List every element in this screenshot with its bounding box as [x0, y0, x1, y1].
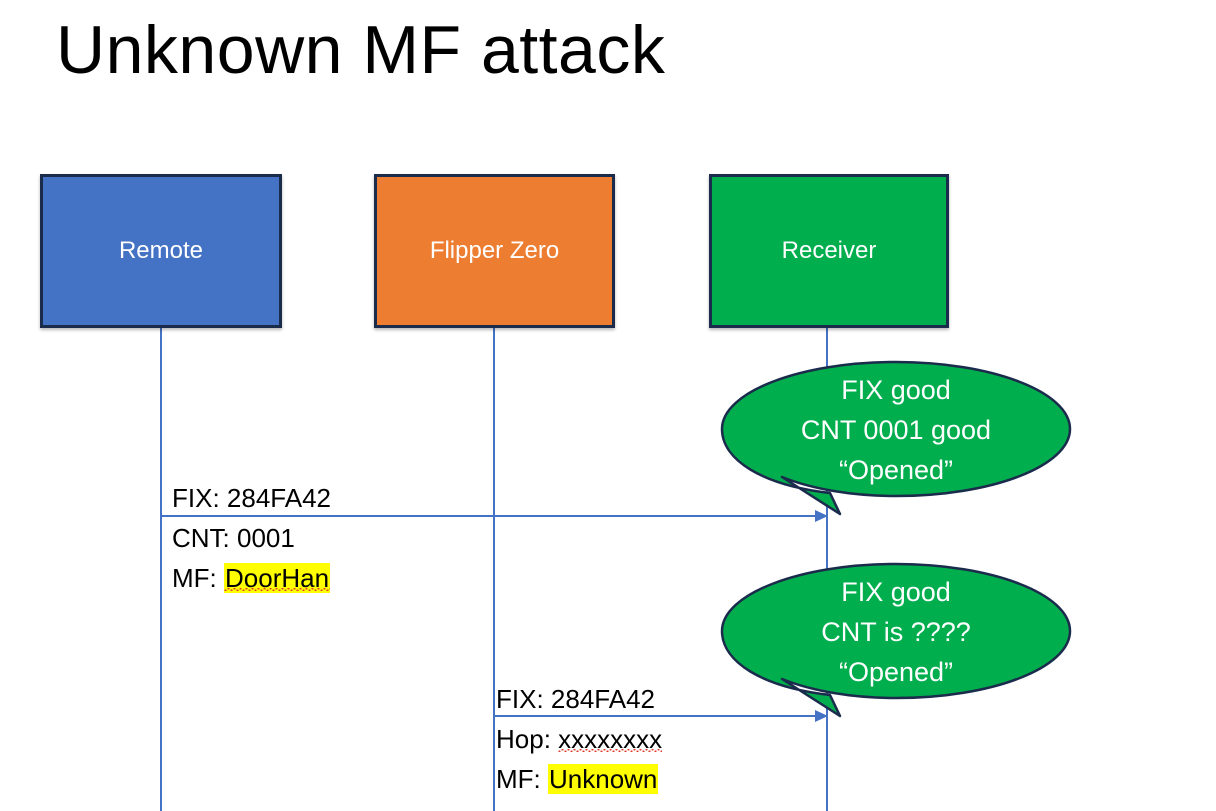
callout-shape-icon [720, 562, 1072, 718]
message-value-highlighted: DoorHan [224, 563, 331, 593]
callout-bubble-2: FIX good CNT is ???? “Opened” [720, 562, 1072, 724]
page-title: Unknown MF attack [56, 12, 666, 88]
message-line: Hop: xxxxxxxx [496, 719, 662, 759]
lifeline-remote [160, 328, 162, 811]
message-arrow-flipper-to-receiver [494, 710, 828, 722]
message-key: MF: [172, 563, 217, 593]
message-key: FIX: [496, 684, 544, 714]
message-line: FIX: 284FA42 [496, 679, 662, 719]
actor-box-flipper: Flipper Zero [374, 174, 615, 328]
message-label-1: FIX: 284FA42 CNT: 0001 MF: DoorHan [172, 478, 331, 598]
lifeline-flipper [493, 328, 495, 811]
message-key: Hop: [496, 724, 551, 754]
message-label-2: FIX: 284FA42 Hop: xxxxxxxx MF: Unknown [496, 679, 662, 799]
message-line: MF: DoorHan [172, 558, 331, 598]
actor-label-receiver: Receiver [781, 237, 877, 264]
message-line: MF: Unknown [496, 759, 662, 799]
message-key: MF: [496, 764, 541, 794]
message-key: FIX: [172, 483, 220, 513]
message-key: CNT: [172, 523, 230, 553]
message-value: 284FA42 [226, 483, 331, 513]
message-arrow-remote-to-receiver [161, 510, 828, 522]
message-value: 0001 [237, 523, 295, 553]
callout-bubble-1: FIX good CNT 0001 good “Opened” [720, 360, 1072, 522]
actor-box-remote: Remote [40, 174, 282, 328]
actor-box-receiver: Receiver [709, 174, 949, 328]
callout-shape-icon [720, 360, 1072, 516]
message-value-highlighted: Unknown [548, 764, 659, 794]
message-line: FIX: 284FA42 [172, 478, 331, 518]
message-value: xxxxxxxx [558, 724, 663, 754]
message-line: CNT: 0001 [172, 518, 331, 558]
actor-label-remote: Remote [118, 237, 204, 264]
actor-label-flipper: Flipper Zero [429, 237, 560, 264]
message-value: 284FA42 [550, 684, 655, 714]
